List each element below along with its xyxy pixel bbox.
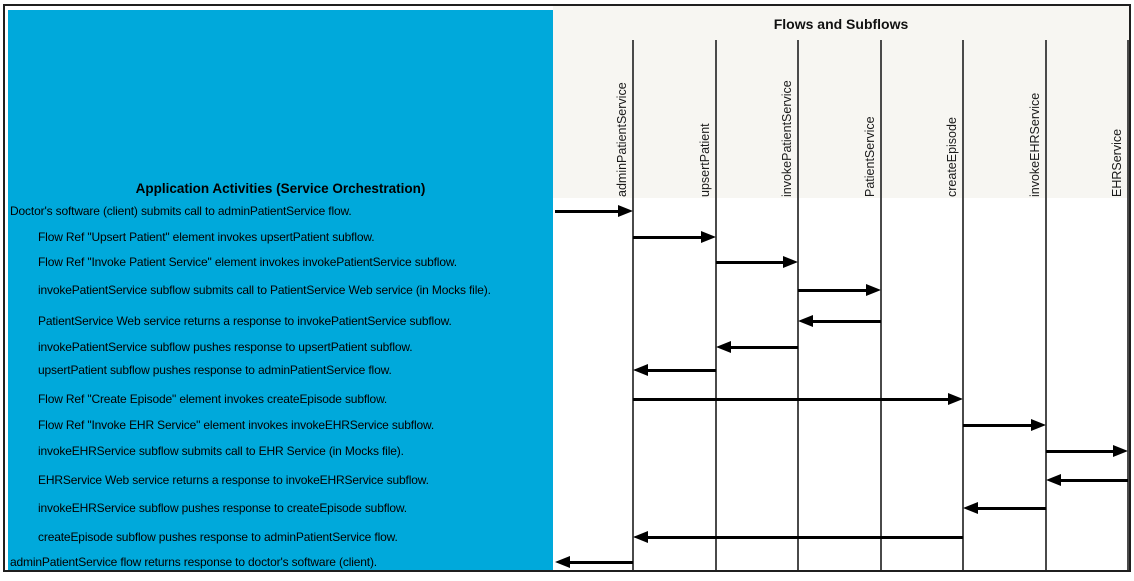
flows-header-background	[553, 6, 1129, 198]
activity-row-4: invokePatientService subflow submits cal…	[38, 283, 491, 297]
flow-arrow-head-5	[798, 315, 813, 327]
flow-arrow-line-4	[798, 289, 867, 292]
flows-and-subflows-title: Flows and Subflows	[773, 16, 909, 32]
flow-arrow-line-8	[633, 398, 949, 401]
flow-arrow-head-3	[783, 256, 798, 268]
flow-arrow-line-9	[963, 424, 1032, 427]
activity-row-5: PatientService Web service returns a res…	[38, 314, 452, 328]
flow-arrow-head-8	[948, 393, 963, 405]
lifeline-PatientService	[880, 40, 882, 570]
activity-row-2: Flow Ref "Upsert Patient" element invoke…	[38, 230, 375, 244]
activity-row-11: EHRService Web service returns a respons…	[38, 473, 429, 487]
activity-row-9: Flow Ref "Invoke EHR Service" element in…	[38, 418, 435, 432]
lifeline-label-createEpisode: createEpisode	[945, 117, 959, 197]
flow-arrow-line-14	[569, 561, 633, 564]
activity-row-6: invokePatientService subflow pushes resp…	[38, 340, 413, 354]
flow-arrow-head-10	[1113, 445, 1128, 457]
lifeline-label-PatientService: PatientService	[863, 116, 877, 197]
flow-arrow-line-12	[977, 507, 1046, 510]
activity-row-8: Flow Ref "Create Episode" element invoke…	[38, 392, 388, 406]
flow-arrow-line-7	[647, 369, 716, 372]
flow-arrow-line-6	[730, 346, 798, 349]
flow-arrow-head-4	[866, 284, 881, 296]
activity-row-7: upsertPatient subflow pushes response to…	[38, 363, 392, 377]
flow-arrow-line-10	[1046, 450, 1114, 453]
flow-arrow-head-1	[618, 205, 633, 217]
flow-arrow-line-5	[812, 320, 881, 323]
flow-arrow-line-1	[555, 210, 619, 213]
lifeline-label-invokeEHRService: invokeEHRService	[1028, 92, 1042, 197]
activity-row-12: invokeEHRService subflow pushes response…	[38, 501, 407, 515]
flow-arrow-head-2	[701, 231, 716, 243]
diagram-border	[3, 4, 1131, 572]
activity-row-10: invokeEHRService subflow submits call to…	[38, 444, 404, 458]
flow-arrow-head-6	[716, 341, 731, 353]
flow-arrow-head-14	[555, 556, 570, 568]
lifeline-invokeEHRService	[1045, 40, 1047, 570]
flow-arrow-line-13	[647, 536, 963, 539]
lifeline-invokePatientService	[797, 40, 799, 570]
lifeline-label-upsertPatient: upsertPatient	[698, 123, 712, 197]
lifeline-EHRService	[1127, 40, 1129, 570]
flow-arrow-line-11	[1060, 479, 1128, 482]
lifeline-upsertPatient	[715, 40, 717, 570]
lifeline-label-adminPatientService: adminPatientService	[615, 82, 629, 197]
activity-row-3: Flow Ref "Invoke Patient Service" elemen…	[38, 255, 457, 269]
activity-row-1: Doctor's software (client) submits call …	[10, 204, 352, 218]
flow-arrow-head-13	[633, 531, 648, 543]
flow-arrow-line-2	[633, 236, 702, 239]
activity-row-13: createEpisode subflow pushes response to…	[38, 530, 398, 544]
application-activities-title: Application Activities (Service Orchestr…	[135, 181, 426, 196]
flow-arrow-head-12	[963, 502, 978, 514]
lifeline-label-EHRService: EHRService	[1110, 128, 1124, 197]
flow-arrow-head-7	[633, 364, 648, 376]
flow-arrow-head-9	[1031, 419, 1046, 431]
lifeline-adminPatientService	[632, 40, 634, 570]
flow-arrow-line-3	[716, 261, 784, 264]
activities-panel	[8, 10, 553, 570]
activity-row-14: adminPatientService flow returns respons…	[10, 555, 377, 569]
lifeline-createEpisode	[962, 40, 964, 570]
lifeline-label-invokePatientService: invokePatientService	[780, 80, 794, 197]
flow-arrow-head-11	[1046, 474, 1061, 486]
